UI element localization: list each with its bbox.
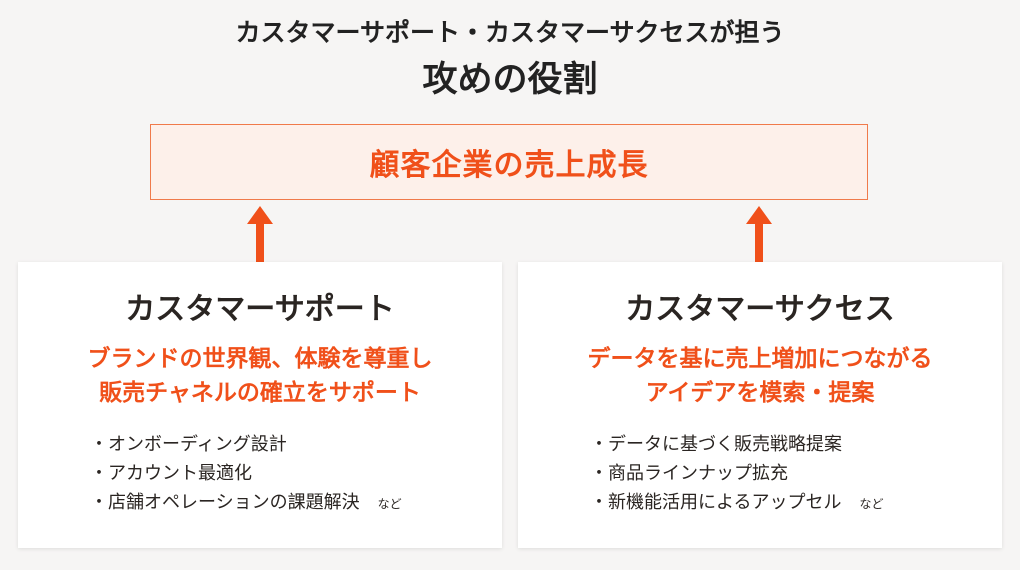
list-item: 新機能活用によるアップセル など [590,488,883,519]
goal-box: 顧客企業の売上成長 [150,124,868,200]
support-etc: など [377,497,402,511]
support-heading: カスタマーサポート [125,292,395,327]
support-list: オンボーディング設計 アカウント最適化 店舗オペレーションの課題解決 など [90,430,402,519]
success-subtitle: データを基に売上増加につながる アイデアを模索・提案 [518,342,1002,410]
support-card: カスタマーサポート ブランドの世界観、体験を尊重し 販売チャネルの確立をサポート… [18,262,502,548]
support-subtitle-line-1: ブランドの世界観、体験を尊重し [87,346,433,372]
goal-text: 顧客企業の売上成長 [369,148,649,183]
success-item-2: 商品ラインナップ拡充 [608,463,788,484]
list-item: 商品ラインナップ拡充 [590,459,883,488]
success-item-1: データに基づく販売戦略提案 [608,434,842,455]
list-item: アカウント最適化 [90,459,402,488]
success-list: データに基づく販売戦略提案 商品ラインナップ拡充 新機能活用によるアップセル など [590,430,883,519]
title-line-1: カスタマーサポート・カスタマーサクセスが担う [235,18,785,47]
support-item-3: 店舗オペレーションの課題解決 [108,492,360,513]
page-title: 攻めの役割 [422,60,598,100]
list-item: 店舗オペレーションの課題解決 など [90,488,402,519]
support-subtitle: ブランドの世界観、体験を尊重し 販売チャネルの確立をサポート [18,342,502,410]
success-heading: カスタマーサクセス [625,292,895,327]
success-subtitle-line-1: データを基に売上増加につながる [587,346,933,372]
list-item: オンボーディング設計 [90,430,402,459]
support-subtitle-line-2: 販売チャネルの確立をサポート [99,380,421,406]
success-etc: など [859,497,884,511]
support-item-1: オンボーディング設計 [108,434,287,455]
success-card: カスタマーサクセス データを基に売上増加につながる アイデアを模索・提案 データ… [518,262,1002,548]
arrow-up-icon [746,206,772,264]
support-item-2: アカウント最適化 [108,463,252,484]
arrow-up-icon [247,206,273,264]
success-item-3: 新機能活用によるアップセル [608,492,842,513]
list-item: データに基づく販売戦略提案 [590,430,883,459]
success-subtitle-line-2: アイデアを模索・提案 [645,380,875,406]
